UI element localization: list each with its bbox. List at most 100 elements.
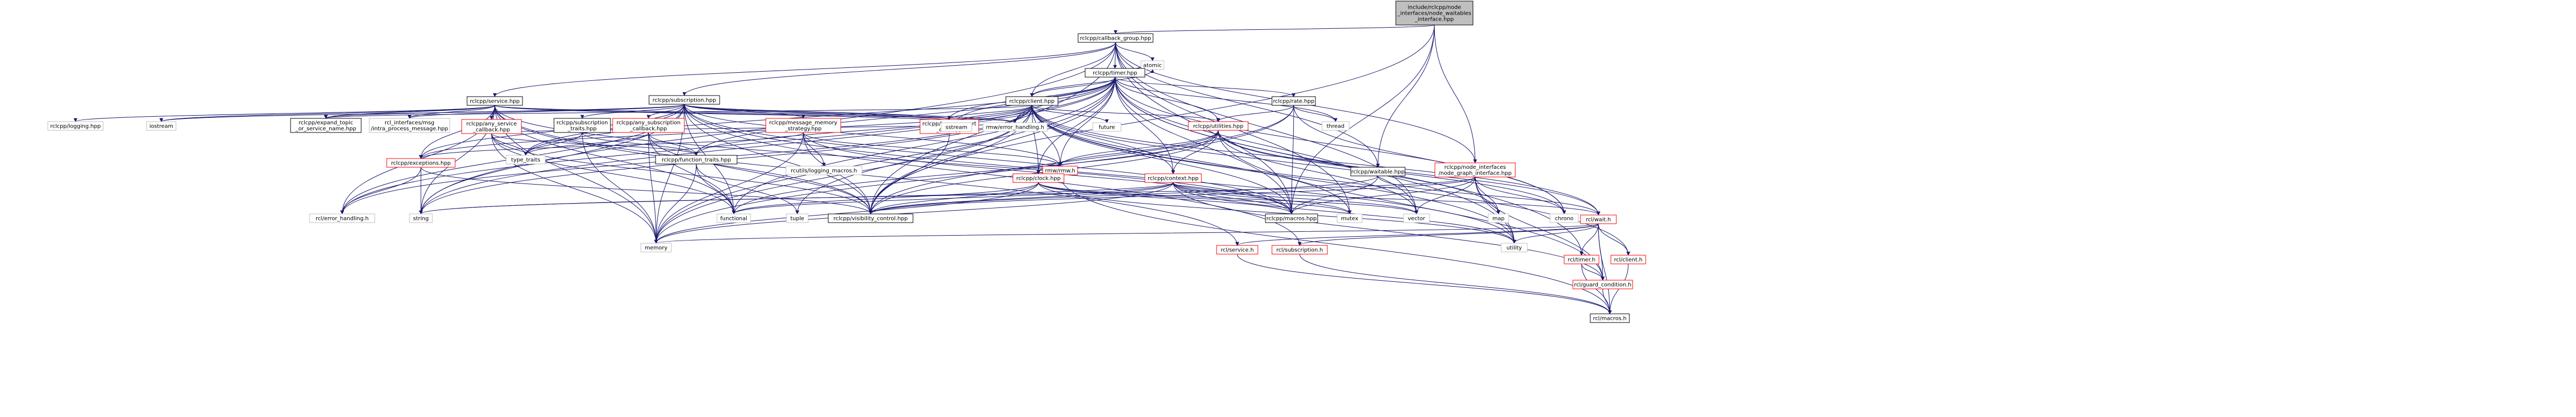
node-atomic[interactable]: atomic <box>1141 60 1164 70</box>
node-rcl-macros[interactable]: rcl/macros.h <box>1590 313 1630 323</box>
edge-clock-to-macros <box>1038 182 1294 214</box>
edge-waitable-to-macros <box>1289 175 1378 214</box>
edge-callback-group-to-client <box>1030 42 1116 97</box>
edge-root-to-callback-group <box>1113 24 1435 34</box>
node-visibility[interactable]: rclcpp/visibility_control.hpp <box>828 213 914 223</box>
node-exceptions[interactable]: rclcpp/exceptions.hpp <box>386 158 456 168</box>
node-future[interactable]: future <box>1092 122 1122 132</box>
node-label: rclcpp/any_subscription <box>616 120 681 126</box>
node-chrono[interactable]: chrono <box>1550 213 1579 223</box>
node-rate[interactable]: rclcpp/rate.hpp <box>1271 96 1316 106</box>
node-rcl-error[interactable]: rcl/error_handling.h <box>309 213 375 223</box>
edge-function-traits-to-memory <box>654 163 697 244</box>
edge-any-sub-cb-to-function-traits <box>648 132 698 156</box>
node-box <box>1271 96 1316 106</box>
edge-subscription-to-any-sub-cb <box>646 104 685 119</box>
node-box <box>1092 122 1122 132</box>
node-utilities[interactable]: rclcpp/utilities.hpp <box>1188 121 1249 131</box>
node-rmw-error[interactable]: rmw/error_handling.h <box>982 122 1048 132</box>
node-functional[interactable]: functional <box>716 213 751 223</box>
node-subscription[interactable]: rclcpp/subscription.hpp <box>648 95 720 105</box>
edge-utilities-to-rcl-guard <box>1218 130 1605 281</box>
node-label: include/rclcpp/node <box>1408 5 1461 11</box>
node-utility[interactable]: utility <box>1501 243 1528 252</box>
node-rcl-subscription[interactable]: rcl/subscription.h <box>1271 245 1328 255</box>
edge-client-to-atomic <box>1031 69 1155 97</box>
node-rcl-guard[interactable]: rcl/guard_condition.h <box>1572 280 1633 289</box>
node-box <box>1403 213 1430 223</box>
node-label: memory <box>645 245 667 251</box>
edge-timer-to-memory <box>654 77 1116 244</box>
node-box <box>1141 60 1164 70</box>
edge-timer-to-rate <box>1114 77 1296 97</box>
node-thread[interactable]: thread <box>1321 121 1350 131</box>
node-tuple[interactable]: tuple <box>786 213 809 223</box>
node-label: functional <box>720 216 747 222</box>
node-box <box>1350 167 1406 176</box>
node-label: mutex <box>1341 216 1358 222</box>
node-label: rclcpp/logging.hpp <box>51 124 101 130</box>
node-clock[interactable]: rclcpp/clock.hpp <box>1012 173 1065 183</box>
edge-client-to-exceptions <box>419 105 1032 159</box>
node-any-service-cb[interactable]: rclcpp/any_service_callback.hpp <box>461 119 522 134</box>
node-string[interactable]: string <box>409 213 433 223</box>
node-label: rcl/service.h <box>1221 248 1254 254</box>
node-label: sstream <box>946 125 967 131</box>
node-label: rcutils/logging_macros.h <box>791 168 857 174</box>
node-sstream[interactable]: sstream <box>941 122 972 132</box>
edge-service-to-logging <box>73 105 495 122</box>
node-callback-group[interactable]: rclcpp/callback_group.hpp <box>1078 33 1154 43</box>
node-macros[interactable]: rclcpp/macros.hpp <box>1265 213 1318 223</box>
edge-timer-to-rcl-error <box>340 77 1116 214</box>
edge-utilities-to-vector <box>1218 130 1419 214</box>
edge-timer-to-utilities <box>1114 77 1220 122</box>
node-context[interactable]: rclcpp/context.hpp <box>1144 173 1202 183</box>
node-box <box>786 213 809 223</box>
node-vector[interactable]: vector <box>1403 213 1430 223</box>
edge-client-to-function-traits <box>694 105 1032 156</box>
node-type-traits[interactable]: type_traits <box>506 155 546 165</box>
edge-root-to-waitable <box>1376 24 1435 168</box>
node-service[interactable]: rclcpp/service.hpp <box>467 96 523 106</box>
node-box <box>612 118 685 133</box>
node-waitable[interactable]: rclcpp/waitable.hpp <box>1350 167 1406 176</box>
edge-rate-to-thread <box>1293 105 1338 122</box>
node-intra-msg[interactable]: rcl_interfaces/msg/intra_process_message… <box>369 118 450 133</box>
node-rcl-timer[interactable]: rcl/timer.h <box>1564 255 1599 264</box>
node-sub-traits[interactable]: rclcpp/subscription_traits.hpp <box>553 118 611 133</box>
node-label: vector <box>1408 216 1426 222</box>
node-client[interactable]: rclcpp/client.hpp <box>1005 96 1059 106</box>
node-rcl-wait[interactable]: rcl/wait.h <box>1580 214 1617 224</box>
node-label: /intra_process_message.hpp <box>371 126 448 132</box>
edge-service-to-intra-msg <box>407 105 495 119</box>
node-root[interactable]: include/rclcpp/node_interfaces/node_wait… <box>1395 1 1473 26</box>
node-iostream[interactable]: iostream <box>146 121 177 131</box>
node-mutex[interactable]: mutex <box>1337 213 1363 223</box>
node-map[interactable]: map <box>1488 213 1509 223</box>
node-logging[interactable]: rclcpp/logging.hpp <box>47 121 104 131</box>
edge-utilities-to-context <box>1171 130 1219 174</box>
node-node-graph[interactable]: rclcpp/node_interfaces/node_graph_interf… <box>1434 162 1516 178</box>
node-memory[interactable]: memory <box>640 243 672 252</box>
edge-timer-to-rmw-error <box>1013 77 1116 123</box>
edge-callback-group-to-waitable <box>1115 42 1380 168</box>
node-any-sub-cb[interactable]: rclcpp/any_subscription_callback.hpp <box>612 118 685 133</box>
node-box <box>409 213 433 223</box>
edge-node-graph-to-macros <box>1289 176 1476 214</box>
node-msg-mem-strategy[interactable]: rclcpp/message_memory_strategy.hpp <box>765 118 841 133</box>
edge-client-to-rcl-wait <box>1031 105 1601 216</box>
node-timer[interactable]: rclcpp/timer.hpp <box>1085 68 1145 78</box>
edge-service-to-macros <box>494 105 1294 214</box>
node-expand-topic[interactable]: rclcpp/expand_topic_or_service_name.hpp <box>290 118 362 133</box>
node-rcutils-logging-macros[interactable]: rcutils/logging_macros.h <box>785 166 862 175</box>
node-label: map <box>1492 216 1504 222</box>
edge-node-graph-to-string <box>419 176 1476 214</box>
node-rcl-service[interactable]: rcl/service.h <box>1216 245 1258 255</box>
node-label: type_traits <box>511 157 540 163</box>
edge-client-to-clock <box>1031 105 1041 174</box>
node-box <box>506 155 546 165</box>
node-label: thread <box>1327 124 1345 130</box>
edge-exceptions-to-rcl-error <box>340 167 421 214</box>
node-rcl-client[interactable]: rcl/client.h <box>1610 255 1646 264</box>
node-function-traits[interactable]: rclcpp/function_traits.hpp <box>655 155 738 165</box>
